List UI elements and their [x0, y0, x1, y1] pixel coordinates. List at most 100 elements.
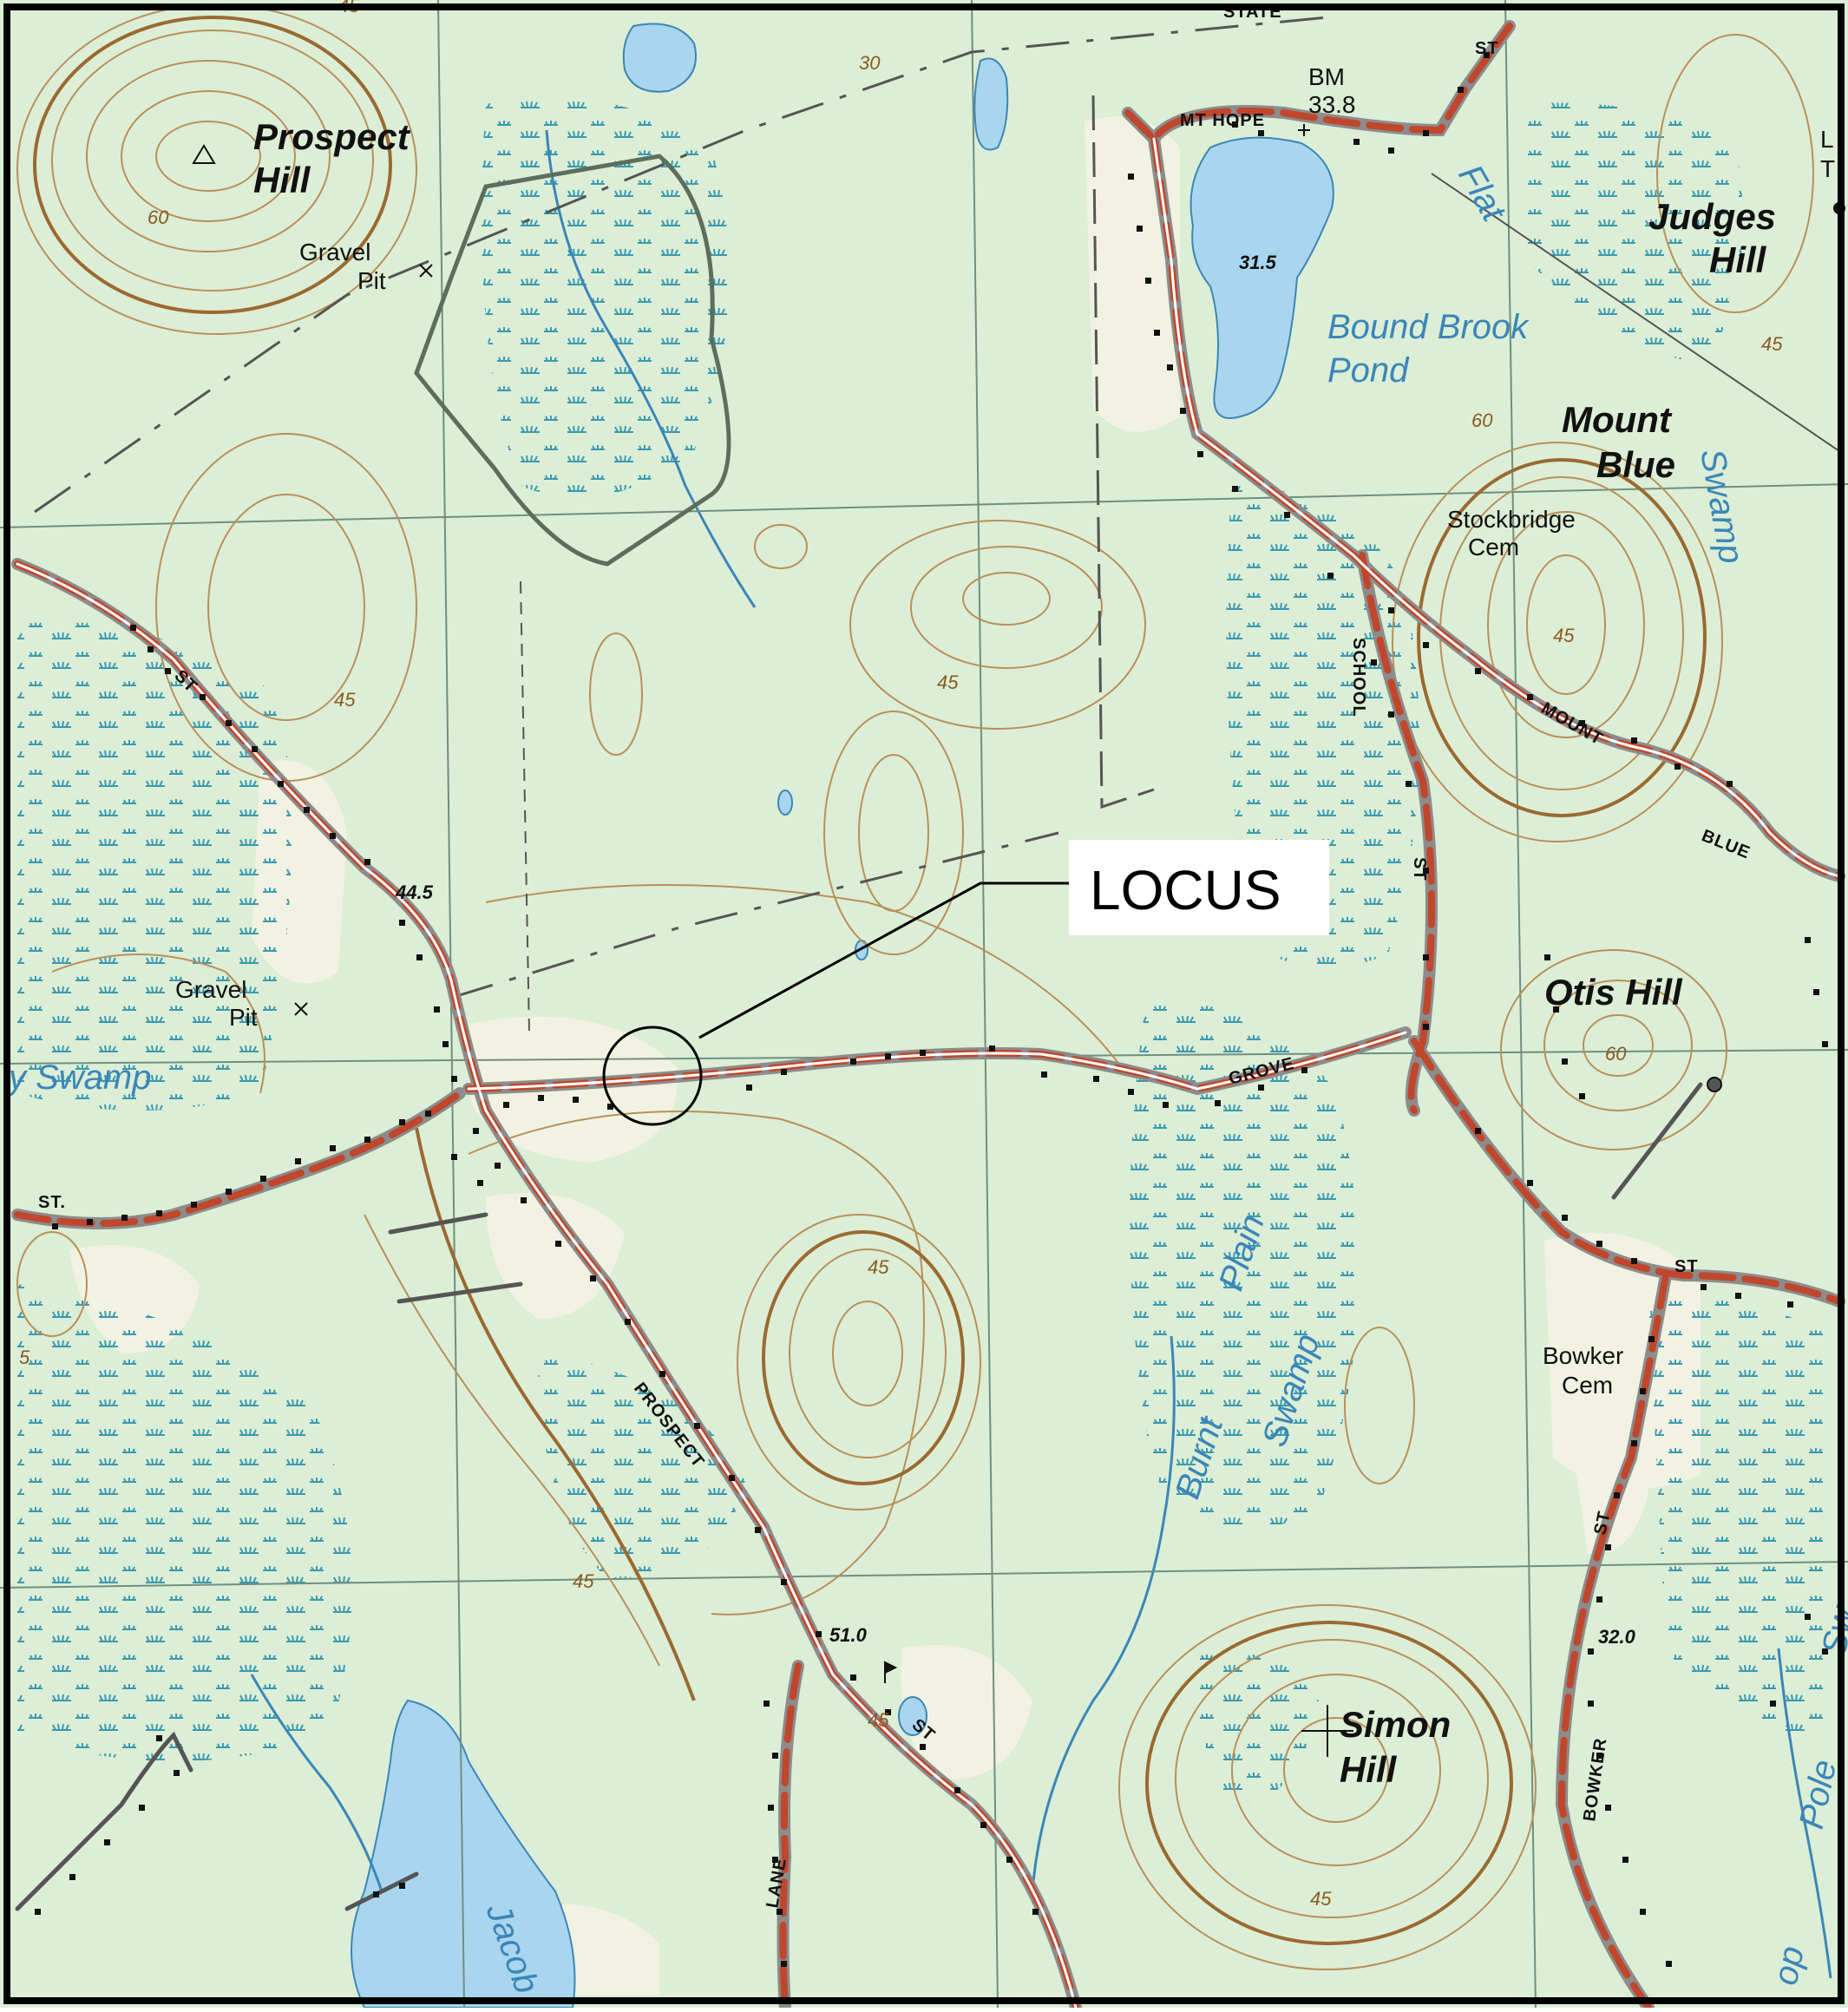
- label-prospect-hill-2: Hill: [253, 160, 311, 200]
- building-89: [1727, 781, 1733, 787]
- building-71: [1197, 451, 1203, 457]
- building-106: [1631, 1440, 1637, 1446]
- index-contours: [33, 16, 1707, 1945]
- locus-circle: [602, 1026, 703, 1126]
- label-mount-blue-2: Blue: [1596, 444, 1675, 485]
- label-mt-hope: MT HOPE: [1180, 111, 1265, 130]
- building-96: [1475, 1128, 1481, 1134]
- building-49: [538, 1095, 544, 1101]
- building-68: [1154, 330, 1160, 336]
- building-52: [746, 1085, 752, 1091]
- label-contour-45d: 45: [573, 1570, 594, 1592]
- locus-callout: LOCUS: [602, 840, 1329, 1126]
- label-stockbridge-cem-2: Cem: [1468, 534, 1519, 560]
- building-126: [768, 1805, 774, 1811]
- building-85: [1527, 694, 1533, 700]
- label-contour-60a: 60: [147, 206, 169, 228]
- building-7: [304, 807, 310, 813]
- building-51: [607, 1104, 613, 1110]
- label-st-school: ST: [1410, 857, 1429, 881]
- building-34: [52, 1223, 58, 1229]
- building-4: [226, 720, 232, 726]
- label-bowker-cem: Bowker: [1543, 1342, 1623, 1369]
- building-102: [1735, 1293, 1741, 1299]
- building-77: [1388, 147, 1394, 154]
- pond-north-east: [973, 57, 1009, 151]
- building-72: [1232, 486, 1238, 492]
- building-22: [694, 1423, 700, 1429]
- label-bound-brook-pond: Pond: [1327, 351, 1410, 390]
- church-flag-icon: [884, 1661, 898, 1683]
- building-103: [1787, 1301, 1793, 1307]
- building-47: [477, 1180, 483, 1186]
- label-contour-45f: 45: [1553, 625, 1575, 646]
- label-gravel-pit-w-2: Pit: [229, 1004, 258, 1031]
- building-91: [1388, 711, 1394, 718]
- label-simon-hill-2: Hill: [1340, 1749, 1398, 1790]
- streams: [250, 129, 1832, 1979]
- label-mount-blue: Mount: [1562, 399, 1673, 440]
- building-18: [555, 1241, 561, 1247]
- building-128: [777, 1909, 783, 1915]
- label-contour-45g: 45: [1761, 333, 1783, 355]
- building-125: [772, 1753, 778, 1759]
- buildings: [35, 52, 1828, 1967]
- building-134: [69, 1874, 75, 1880]
- label-contour-5: 5: [19, 1347, 30, 1368]
- building-127: [772, 1857, 778, 1863]
- building-38: [191, 1202, 197, 1208]
- building-43: [364, 1137, 370, 1143]
- building-84: [1475, 668, 1481, 674]
- building-140: [1770, 1701, 1776, 1707]
- building-33: [1032, 1909, 1039, 1915]
- building-74: [1232, 121, 1238, 128]
- label-contour-45e: 45: [1310, 1888, 1332, 1910]
- building-50: [573, 1097, 579, 1103]
- building-37: [156, 1210, 162, 1216]
- label-contour-60b: 60: [1471, 410, 1493, 431]
- label-spot-51-0: 51.0: [829, 1624, 868, 1646]
- building-90: [1371, 659, 1377, 665]
- building-57: [989, 1045, 995, 1052]
- building-13: [442, 1041, 449, 1047]
- building-15: [473, 1128, 479, 1134]
- building-1: [147, 646, 154, 652]
- building-130: [156, 1735, 162, 1741]
- building-137: [399, 1883, 405, 1889]
- building-2: [165, 668, 171, 674]
- building-114: [1622, 1857, 1628, 1863]
- building-21: [659, 1371, 665, 1377]
- building-66: [1137, 226, 1143, 232]
- building-104: [1648, 1336, 1655, 1342]
- building-139: [1822, 1648, 1828, 1655]
- building-73: [1284, 512, 1290, 518]
- boundaries: [34, 16, 1840, 1033]
- building-26: [816, 1631, 822, 1637]
- building-132: [139, 1805, 145, 1811]
- map-border: [3, 3, 1845, 2004]
- label-otis-hill: Otis Hill: [1544, 972, 1683, 1013]
- building-113: [1605, 1805, 1611, 1811]
- building-23: [729, 1475, 735, 1481]
- building-80: [1484, 52, 1490, 58]
- building-108: [1605, 1544, 1611, 1550]
- locus-leader-line: [698, 881, 1069, 1039]
- label-swamp-west: y Swamp: [6, 1058, 152, 1097]
- locus-label-box: [1069, 840, 1329, 935]
- building-59: [1093, 1076, 1099, 1082]
- label-judges-hill-2: Hill: [1709, 239, 1767, 280]
- label-spot-32-0: 32.0: [1598, 1626, 1636, 1648]
- building-112: [1596, 1753, 1602, 1759]
- label-bowker-cem-2: Cem: [1562, 1372, 1613, 1399]
- building-5: [252, 746, 258, 752]
- building-81: [1327, 573, 1334, 579]
- building-64: [1301, 1067, 1307, 1073]
- label-bm: BM: [1308, 63, 1345, 90]
- building-60: [1128, 1089, 1134, 1095]
- building-88: [1674, 764, 1681, 770]
- building-54: [850, 1058, 856, 1065]
- building-14: [451, 1076, 457, 1082]
- triangulation-triangle-icon: [192, 144, 216, 164]
- building-105: [1640, 1388, 1646, 1394]
